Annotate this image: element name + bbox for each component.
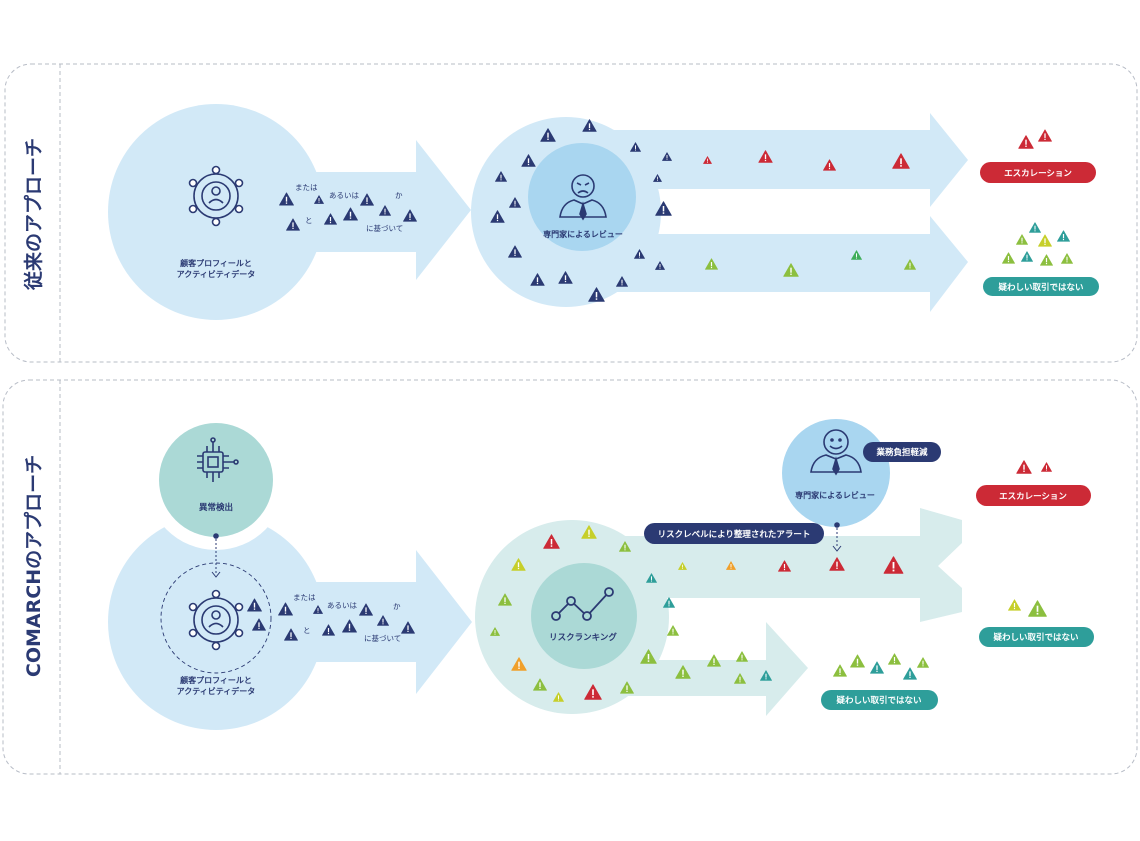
connector-dot <box>213 533 219 539</box>
review-connector-arrowhead <box>832 545 842 552</box>
connector-or-2: あるいは <box>329 191 359 200</box>
anomaly-label: 異常検出 <box>199 502 233 513</box>
connector-arrowhead <box>211 571 221 578</box>
cleared-alerts-bottom <box>833 653 929 680</box>
frowning-expert-icon <box>559 174 607 221</box>
escalation-pill <box>976 485 1091 506</box>
not-suspicious-arrow <box>600 216 968 312</box>
panel-border <box>2 379 1138 775</box>
connector-or: または <box>293 593 316 602</box>
profile-label-line1: 顧客プロフィールと <box>180 675 252 685</box>
traditional-panel: 従来のアプローチ 顧客プロフィールと アクティビティデータ または あるいは か… <box>4 63 1138 363</box>
profile-label-line1: 顧客プロフィールと <box>180 258 252 268</box>
profile-circle <box>108 104 324 320</box>
organized-alerts-label: リスクレベルにより整理されたアラート <box>658 529 811 540</box>
connector-to: と <box>303 626 311 635</box>
ranking-label: リスクランキング <box>549 632 617 643</box>
connector-based: に基づいて <box>366 223 403 233</box>
workload-pill <box>863 442 941 462</box>
connector-to: と <box>305 216 313 225</box>
anomaly-circle <box>159 423 273 537</box>
review-connector-dot <box>834 522 840 528</box>
not-suspicious-label-2: 疑わしい取引ではない <box>836 695 921 706</box>
escalation-arrow <box>600 113 968 207</box>
escalated-alerts <box>1016 460 1052 474</box>
escalation-label: エスカレーション <box>999 492 1067 502</box>
network-profile-icon <box>188 589 244 651</box>
connector-based: に基づいて <box>364 633 401 643</box>
connector-or: または <box>295 183 318 192</box>
profile-label-line2: アクティビティデータ <box>177 686 256 696</box>
not-suspicious-label: 疑わしい取引ではない <box>993 632 1078 643</box>
not-suspicious-pill-2 <box>821 690 938 710</box>
connector-ka: か <box>393 602 401 611</box>
not-suspicious-label: 疑わしい取引ではない <box>998 282 1083 293</box>
workload-label: 業務負担軽減 <box>875 447 928 458</box>
escalation-label: エスカレーション <box>1004 169 1072 179</box>
organized-alerts-pill <box>644 523 824 544</box>
traditional-title: 従来のアプローチ <box>22 138 45 291</box>
comarch-title: COMARCHのアプローチ <box>22 455 45 677</box>
network-profile-icon <box>188 165 244 227</box>
chip-icon <box>197 437 239 482</box>
comarch-panel: COMARCHのアプローチ 異常検出 <box>2 379 1138 775</box>
not-suspicious-pill <box>983 277 1099 296</box>
cleared-arrow <box>600 622 808 716</box>
connector-or-2: あるいは <box>327 601 357 610</box>
expert-review-label: 専門家によるレビュー <box>543 229 623 239</box>
escalation-pill <box>980 162 1096 183</box>
ranking-graph-icon <box>551 587 614 621</box>
profile-circle <box>108 514 324 730</box>
connector-ka: か <box>395 191 403 200</box>
smiling-expert-icon <box>810 429 862 476</box>
panel-border <box>4 63 1138 363</box>
profile-label-line2: アクティビティデータ <box>177 269 256 279</box>
not-suspicious-pill <box>979 627 1094 647</box>
cleared-alerts-right <box>1008 599 1047 617</box>
profile-dashed-ring <box>160 562 272 674</box>
expert-review-label: 専門家によるレビュー <box>795 490 875 500</box>
